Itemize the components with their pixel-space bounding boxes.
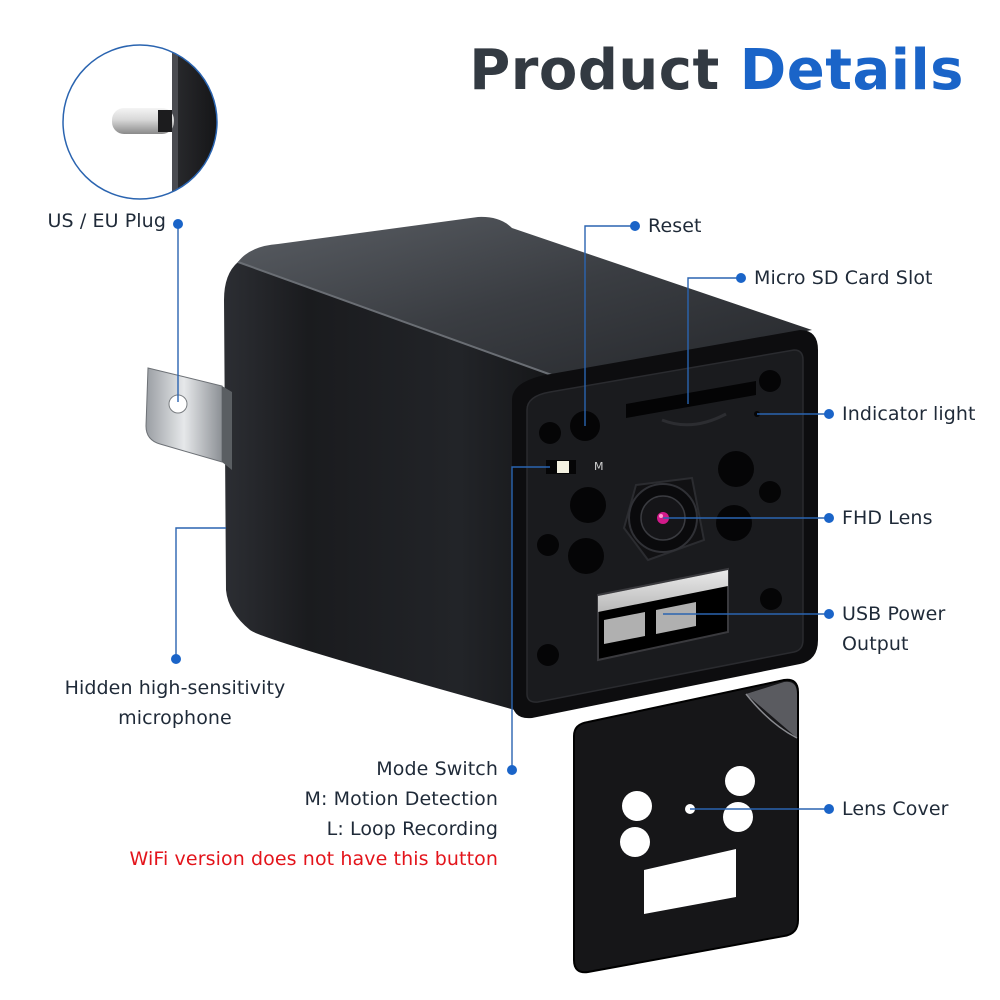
switch-m-mark: M (594, 460, 604, 473)
label-fhd-lens: FHD Lens (842, 507, 933, 529)
plug-zoom-inset (62, 44, 218, 200)
label-usb-line-2: Output (842, 633, 909, 655)
label-mode-motion: M: Motion Detection (304, 788, 498, 810)
label-indicator-light: Indicator light (842, 403, 976, 425)
label-mic-line-1: Hidden high-sensitivity (64, 677, 286, 699)
label-sd-slot: Micro SD Card Slot (754, 267, 933, 289)
plug-prongs (145, 367, 232, 470)
label-mode-warning: WiFi version does not have this button (129, 848, 498, 870)
label-reset: Reset (648, 215, 702, 237)
label-usb-line-1: USB Power (842, 603, 946, 625)
page-title: Product Details (469, 38, 964, 104)
label-lens-cover: Lens Cover (842, 798, 949, 820)
callout-lines (175, 225, 828, 810)
title-part-2: Details (739, 38, 964, 103)
label-mic-line-2: microphone (118, 707, 232, 729)
lens-cover-plate (573, 678, 799, 974)
label-mode-loop: L: Loop Recording (326, 818, 498, 840)
callout-dots (171, 219, 834, 814)
label-mode-switch: Mode Switch (376, 758, 498, 780)
label-plug: US / EU Plug (47, 210, 166, 232)
title-part-1: Product (469, 38, 720, 103)
